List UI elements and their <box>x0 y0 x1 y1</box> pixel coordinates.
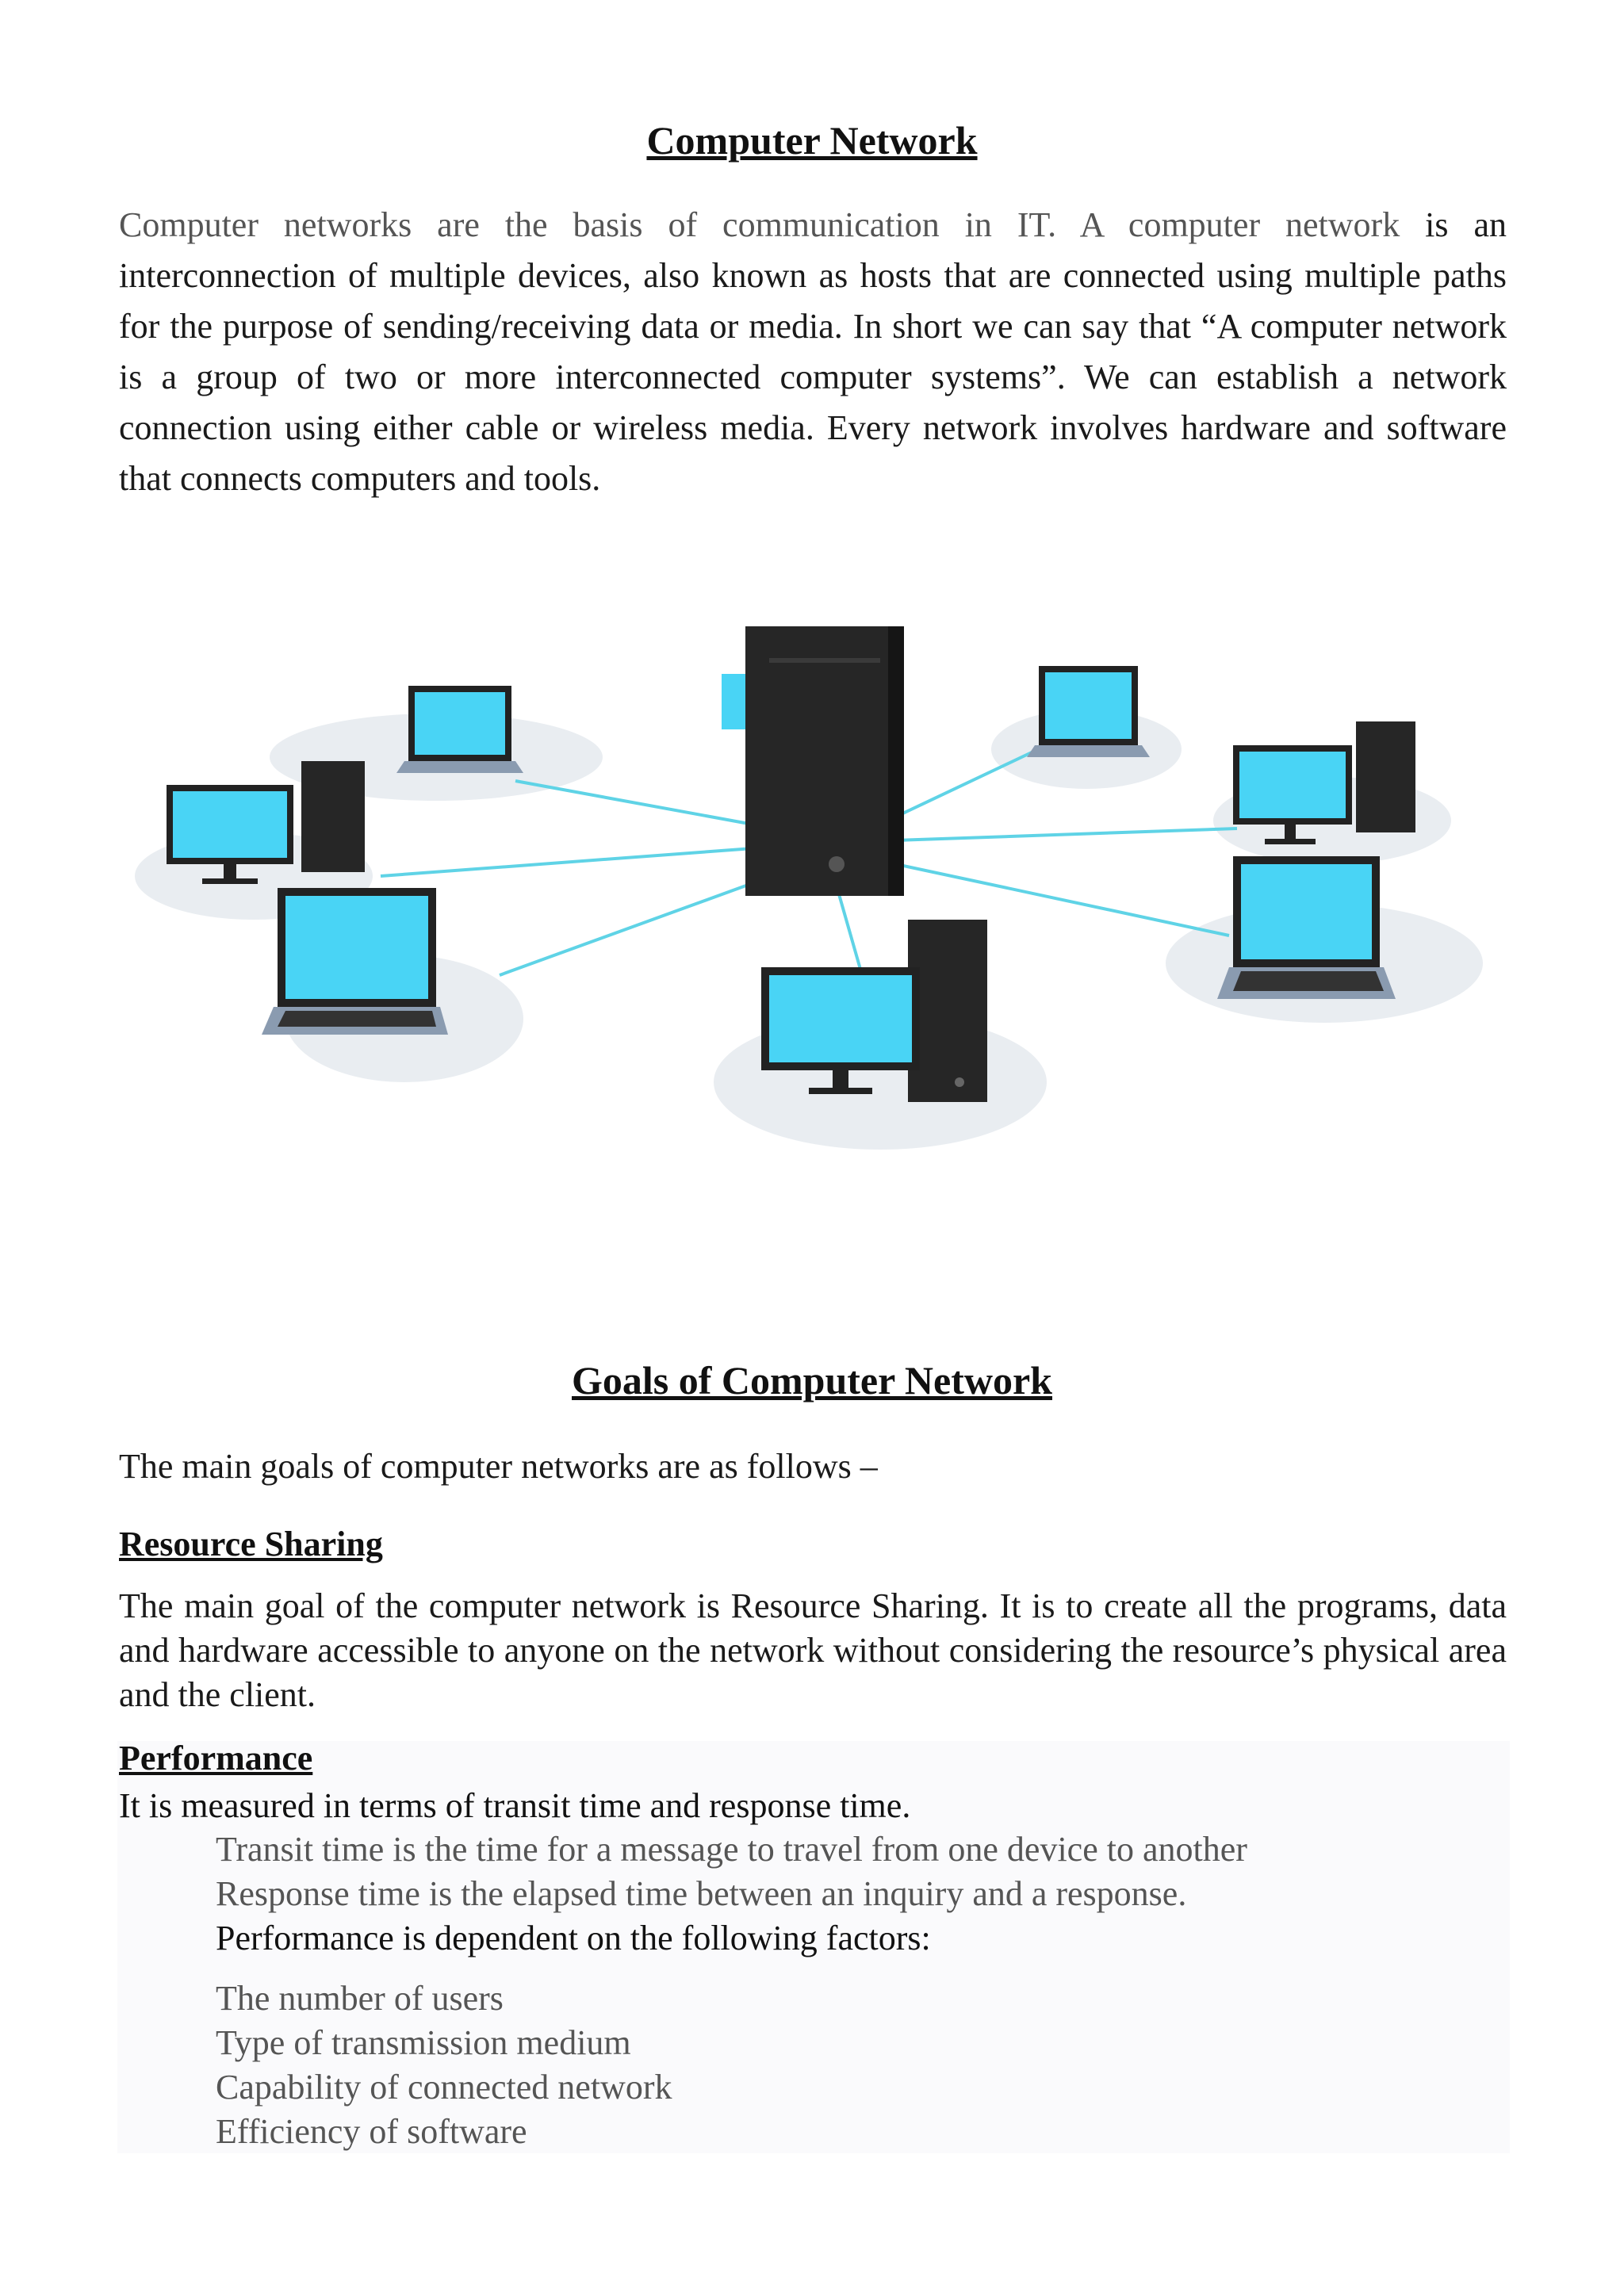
performance-heading: Performance <box>119 1739 313 1777</box>
performance-line: Performance is dependent on the followin… <box>216 1919 931 1957</box>
performance-factor: Efficiency of software <box>216 2112 527 2151</box>
network-illustration <box>135 626 1483 1150</box>
laptop-bottom-right <box>1217 856 1396 999</box>
performance-factor: Type of transmission medium <box>216 2023 631 2062</box>
desktop-left <box>167 761 365 884</box>
performance-body: It is measured in terms of transit time … <box>119 1786 911 1825</box>
resource-sharing-body: The main goal of the computer network is… <box>119 1586 1507 1714</box>
server-tower <box>722 626 904 896</box>
laptop-top-left <box>396 686 523 773</box>
performance-line: Transit time is the time for a message t… <box>216 1830 1247 1869</box>
desktop-bottom <box>761 920 987 1102</box>
performance-factor: The number of users <box>216 1979 504 2018</box>
desktop-right <box>1233 721 1415 844</box>
laptop-bottom-left <box>262 888 448 1035</box>
goals-title: Goals of Computer Network <box>572 1358 1052 1402</box>
performance-line: Response time is the elapsed time betwee… <box>216 1874 1187 1913</box>
network-cables <box>380 744 1238 984</box>
intro-text-part-1: Computer networks are the basis of commu… <box>119 205 1400 244</box>
intro-text-part-2: is an interconnection of multiple device… <box>119 205 1507 498</box>
page-title: Computer Network <box>646 118 978 163</box>
laptop-top-right <box>1027 666 1150 757</box>
performance-factor: Capability of connected network <box>216 2068 672 2107</box>
resource-sharing-heading: Resource Sharing <box>119 1525 383 1563</box>
intro-paragraph: Computer networks are the basis of commu… <box>119 200 1507 504</box>
goals-intro: The main goals of computer networks are … <box>119 1447 878 1486</box>
performance-section-background <box>117 1741 1510 2153</box>
